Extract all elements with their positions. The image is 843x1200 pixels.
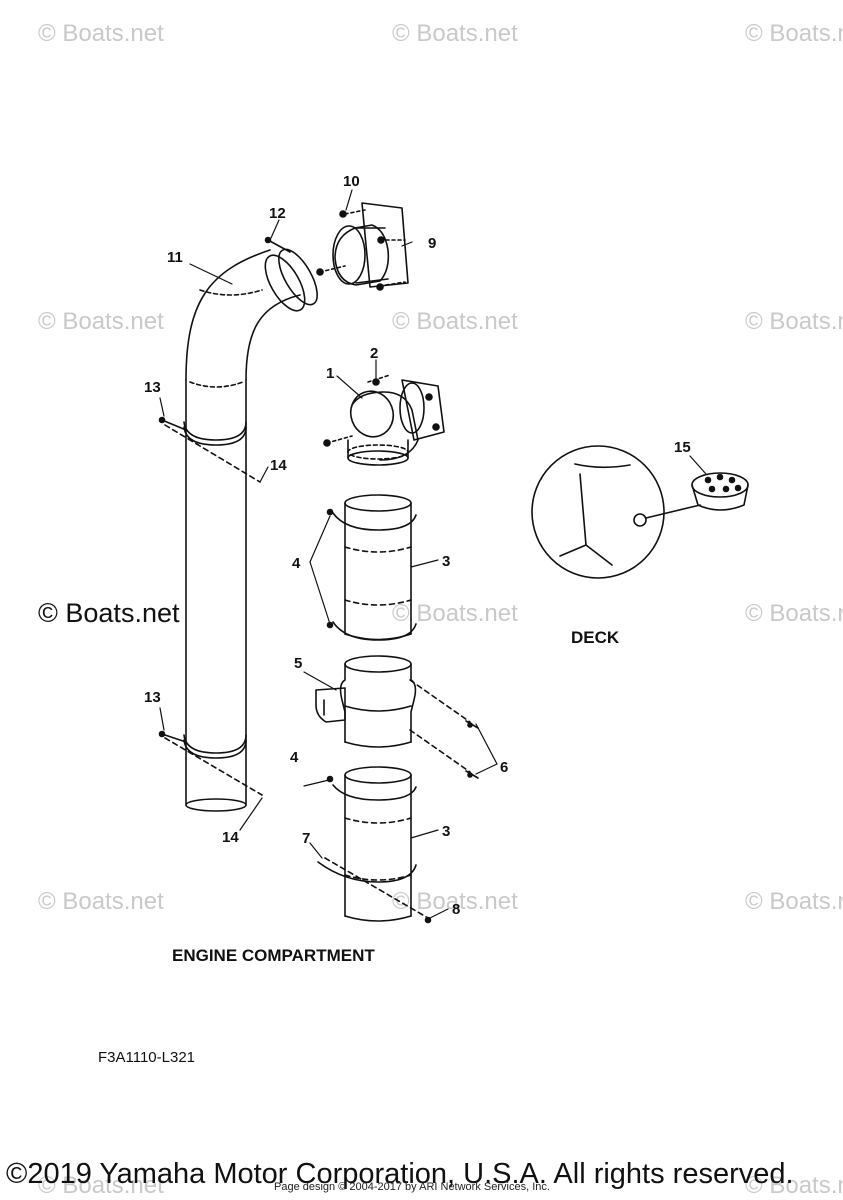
deck-label: DECK — [571, 628, 620, 647]
watermark: © Boats.net — [392, 600, 518, 627]
callout: 10 — [343, 173, 360, 190]
watermark: © Boats.net — [38, 308, 164, 335]
watermark: © Boats.net — [38, 1172, 164, 1199]
exhaust-flange — [332, 202, 409, 288]
long-exhaust-pipe — [185, 236, 318, 812]
exhaust-hose — [326, 494, 417, 641]
callout: 4 — [290, 749, 299, 766]
callout-leaders — [159, 189, 707, 919]
page-design-notice: Page design © 2004-2017 by ARI Network S… — [274, 1181, 550, 1193]
watermark: © Boats.net — [745, 20, 843, 47]
callout: 13 — [144, 379, 161, 396]
hose-clamp — [158, 730, 247, 759]
callout: 14 — [270, 457, 287, 474]
watermark: © Boats.net — [38, 20, 164, 47]
callout: 6 — [500, 759, 508, 776]
watermark: © Boats.net — [38, 888, 164, 915]
watermark: © Boats.net — [745, 308, 843, 335]
callout: 5 — [294, 655, 302, 672]
exhaust-hose — [317, 766, 432, 924]
callout: 1 — [326, 365, 334, 382]
callouts: 1 2 3 3 4 4 5 6 7 8 9 10 11 12 13 13 14 … — [144, 173, 691, 918]
callout: 7 — [302, 830, 310, 847]
callout: 4 — [292, 555, 301, 572]
watermark: © Boats.net — [745, 1172, 843, 1199]
deck-detail-circle — [531, 445, 701, 579]
copyright-notice: ©2019 Yamaha Motor Corporation, U.S.A. A… — [6, 1158, 794, 1190]
watermark-prominent: © Boats.net — [38, 598, 180, 628]
watermark: © Boats.net — [392, 888, 518, 915]
hose-clamp — [158, 416, 247, 446]
diagram-code: F3A1110-L321 — [98, 1049, 196, 1066]
watermark: © Boats.net — [392, 20, 518, 47]
flange-screws — [316, 209, 406, 291]
vent-cover — [691, 472, 749, 511]
hose-joint — [315, 655, 479, 779]
callout: 2 — [370, 345, 378, 362]
watermark: © Boats.net — [745, 888, 843, 915]
callout: 12 — [269, 205, 286, 222]
callout: 9 — [428, 235, 436, 252]
watermark: © Boats.net — [745, 600, 843, 627]
callout: 15 — [674, 439, 691, 456]
exhaust-elbow — [323, 374, 445, 466]
callout: 13 — [144, 689, 161, 706]
watermark: © Boats.net — [392, 308, 518, 335]
callout: 3 — [442, 553, 450, 570]
callout: 8 — [452, 901, 460, 918]
engine-compartment-label: ENGINE COMPARTMENT — [172, 946, 375, 965]
callout: 3 — [442, 823, 450, 840]
callout: 14 — [222, 829, 239, 846]
callout: 11 — [167, 249, 183, 266]
